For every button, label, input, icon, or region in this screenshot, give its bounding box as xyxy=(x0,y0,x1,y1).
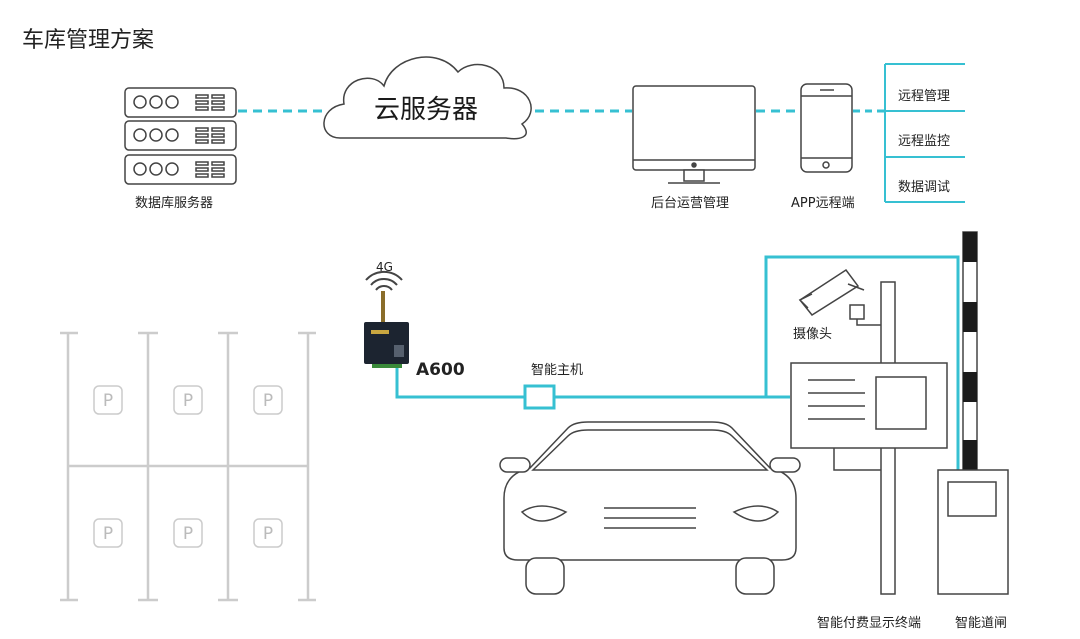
camera-label: 摄像头 xyxy=(793,327,833,342)
svg-text:P: P xyxy=(183,524,193,544)
cloud-server-label: 云服务器 xyxy=(374,95,479,125)
payment-terminal-label: 智能付费显示终端 xyxy=(817,616,922,631)
car-icon xyxy=(499,421,801,595)
parking-spots: P P P P P P xyxy=(93,385,283,548)
cloud-icon xyxy=(323,56,532,140)
barrier-label: 智能道闸 xyxy=(955,616,1008,631)
feature-remote-management: 远程管理 xyxy=(898,89,951,104)
svg-text:P: P xyxy=(183,391,193,411)
link-host-barrier xyxy=(764,255,960,470)
parking-lot xyxy=(60,331,316,602)
camera-icon xyxy=(798,268,865,316)
barrier-gate xyxy=(937,231,1009,595)
database-server-icon xyxy=(124,87,237,185)
svg-text:P: P xyxy=(263,391,273,411)
feature-remote-monitoring: 远程监控 xyxy=(898,134,951,149)
payment-terminal xyxy=(790,362,948,449)
signal-label: 4G xyxy=(376,260,393,274)
parking-sign-icon: P xyxy=(173,518,203,548)
link-lines xyxy=(238,63,965,470)
gateway-model-label: A600 xyxy=(416,360,465,380)
smart-host-box xyxy=(523,384,556,410)
parking-sign-icon: P xyxy=(253,518,283,548)
svg-text:P: P xyxy=(103,524,113,544)
wifi-signal-icon xyxy=(365,270,403,291)
link-gateway-host xyxy=(395,368,525,399)
svg-text:P: P xyxy=(103,391,113,411)
parking-sign-icon: P xyxy=(173,385,203,415)
backend-label: 后台运营管理 xyxy=(651,196,730,211)
gateway-device xyxy=(364,270,409,368)
phone-icon xyxy=(800,83,853,173)
parking-sign-icon: P xyxy=(93,518,123,548)
app-label: APP远程端 xyxy=(791,196,855,211)
parking-sign-icon: P xyxy=(93,385,123,415)
page-title: 车库管理方案 xyxy=(22,28,155,53)
parking-sign-icon: P xyxy=(253,385,283,415)
smart-host-label: 智能主机 xyxy=(531,363,584,378)
feature-data-debug: 数据调试 xyxy=(898,180,951,195)
svg-text:P: P xyxy=(263,524,273,544)
monitor-icon xyxy=(632,85,756,184)
db-server-label: 数据库服务器 xyxy=(135,196,214,211)
